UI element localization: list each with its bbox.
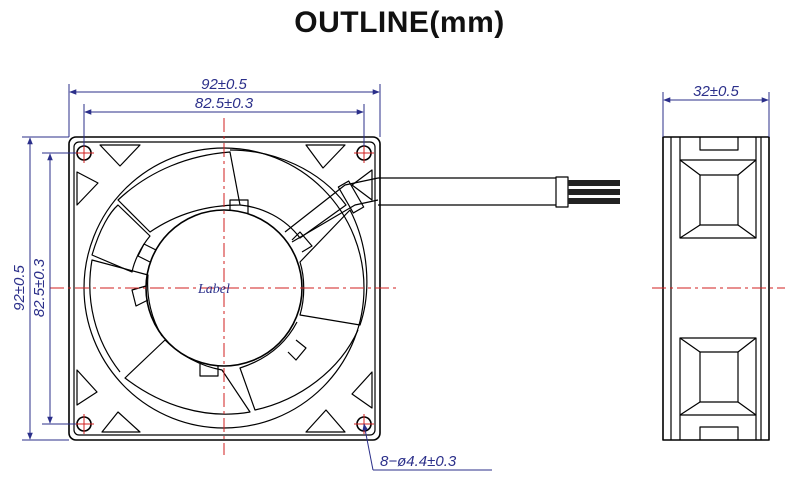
front-view: Label 92±0.5 82.5±0.3 92±0.5 82.5±0.3 bbox=[11, 76, 620, 471]
dim-left: 92±0.5 82.5±0.3 bbox=[11, 136, 76, 441]
page-title: OUTLINE(mm) bbox=[294, 6, 505, 39]
dim-top: 92±0.5 82.5±0.3 bbox=[68, 76, 381, 146]
dim-hole-pitch-height: 82.5±0.3 bbox=[31, 258, 48, 317]
wire-lead-1 bbox=[568, 180, 620, 186]
dim-hole-pitch-width: 82.5±0.3 bbox=[195, 95, 254, 112]
dim-side-depth: 32±0.5 bbox=[662, 83, 770, 137]
side-lower-strut bbox=[679, 337, 757, 440]
hub-notches bbox=[131, 199, 313, 377]
dim-outer-width: 92±0.5 bbox=[201, 76, 247, 93]
fan-blades bbox=[89, 149, 368, 415]
hole-callout: 8−ø4.4±0.3 bbox=[362, 423, 492, 471]
corner-pockets bbox=[76, 144, 373, 433]
wire-exit bbox=[284, 176, 620, 243]
hole-callout-text: 8−ø4.4±0.3 bbox=[380, 453, 457, 470]
wire-lead-2 bbox=[568, 189, 620, 195]
side-upper-strut bbox=[679, 137, 757, 239]
dim-outer-height: 92±0.5 bbox=[11, 264, 28, 310]
hub-label: Label bbox=[197, 282, 230, 297]
dim-depth: 32±0.5 bbox=[693, 83, 739, 100]
side-view: 32±0.5 bbox=[652, 83, 785, 441]
wire-lead-3 bbox=[568, 198, 620, 204]
